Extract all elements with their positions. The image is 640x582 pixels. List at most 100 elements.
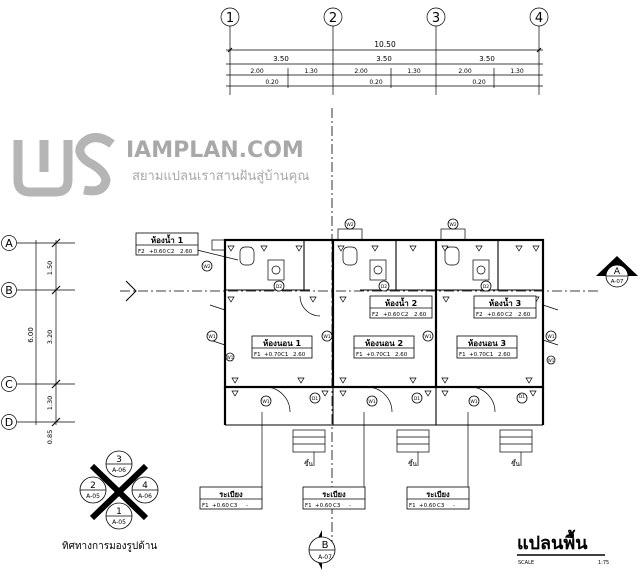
tag-w1-3: W1 <box>424 334 431 340</box>
dim-top-bay-1: 3.50 <box>273 55 289 63</box>
section-b-sheet: A-07 <box>318 554 332 561</box>
dim-top-sub-6: 1.30 <box>510 68 524 75</box>
room-f-bath3: F2 <box>476 312 483 318</box>
room-cval-bed3: 2.60 <box>498 352 511 358</box>
dim-top-sub-2: 1.30 <box>304 68 318 75</box>
step-label-2: ขึ้น <box>408 459 417 468</box>
room-name-bed2: ห้องนอน 2 <box>365 338 403 348</box>
tag-w1-1: W1 <box>208 334 215 340</box>
elev-s3: A-06 <box>112 467 126 474</box>
elev-n3: 3 <box>116 455 122 465</box>
step-label-1: ขึ้น <box>304 459 313 468</box>
grid-row-c: C <box>5 378 13 391</box>
room-fval-porch3: +0.60 <box>419 503 436 509</box>
elevation-key: 3 A-06 2 A-05 4 A-06 1 A-05 ทิศทางการมอง… <box>62 450 159 552</box>
room-c-porch3: C3 <box>437 503 445 509</box>
entry-stairs: ขึ้น ขึ้น ขึ้น <box>292 429 533 468</box>
room-name-porch3: ระเบียง <box>426 490 450 499</box>
level-markers <box>227 245 540 397</box>
room-f-bath1: F2 <box>138 249 145 255</box>
room-c-bath3: C2 <box>505 312 512 318</box>
left-dimensions: 6.00 1.50 3.20 1.30 0.85 <box>27 238 61 444</box>
grid-col-4: 4 <box>535 11 543 26</box>
tag-d1-1: D1 <box>312 396 318 402</box>
dim-top-bay-2: 3.50 <box>376 55 392 63</box>
section-marker-a: A A-07 <box>596 256 638 288</box>
tag-d2-2: D2 <box>381 284 387 290</box>
bathroom-fixtures <box>211 228 490 281</box>
brand-slogan: สยามแปลนเราสานฝันสู่บ้านคุณ <box>132 169 309 184</box>
room-cval-bed1: 2.60 <box>293 352 306 358</box>
room-label-bath3: ห้องน้ำ 3 F2 +0.60 C2 2.60 <box>473 295 537 319</box>
room-f-bath2: F2 <box>372 312 379 318</box>
tag-w1-9: W1 <box>548 358 555 363</box>
tag-d2-3: D2 <box>483 284 489 290</box>
room-c-bath2: C2 <box>401 312 408 318</box>
room-f-porch2: F1 <box>305 503 312 509</box>
room-fval-bath3: +0.60 <box>487 312 504 318</box>
room-name-porch2: ระเบียง <box>322 490 346 499</box>
dim-top-sub-5: 2.00 <box>458 68 472 75</box>
tag-w2-2: W2 <box>346 222 353 228</box>
room-name-bed1: ห้องนอน 1 <box>263 338 302 348</box>
section-marker-b: B A-07 <box>308 530 336 570</box>
room-fval-bath2: +0.60 <box>383 312 400 318</box>
room-f-porch1: F1 <box>202 503 209 509</box>
room-c-bath1: C2 <box>167 249 174 255</box>
tag-d2-1: D2 <box>276 284 282 290</box>
room-f-bed2: F1 <box>356 352 363 358</box>
room-fval-bath1: +0.60 <box>149 249 166 255</box>
room-name-porch1: ระเบียง <box>219 490 243 499</box>
opening-tags: W2 W2 W2 D2 D2 D2 W1 W1 W1 W1 W1 W1 W1 D… <box>201 218 557 407</box>
room-c-bed2: C1 <box>383 352 390 358</box>
dim-top-sub-4: 1.30 <box>407 68 421 75</box>
room-f-bed1: F1 <box>254 352 261 358</box>
room-label-porch2: ระเบียง F1 +0.60 C3 - <box>302 412 366 510</box>
grid-col-1: 1 <box>226 11 234 26</box>
dim-top-small-3: 0.20 <box>472 79 486 86</box>
room-label-bed2: ห้องนอน 2 F1 +0.70 C1 2.60 <box>353 335 415 359</box>
top-dimensions: 10.50 3.50 3.50 3.50 2.00 1.30 2.00 1.30… <box>226 40 543 88</box>
room-name-bed3: ห้องนอน 3 <box>468 338 506 348</box>
room-c-bed3: C1 <box>486 352 493 358</box>
elev-s1: A-05 <box>112 519 126 526</box>
title-scale-label: SCALE <box>518 560 534 566</box>
elev-n1: 1 <box>116 507 122 517</box>
tag-w1-7: W1 <box>470 399 477 405</box>
elevation-caption: ทิศทางการมองรูปด้าน <box>62 540 157 552</box>
step-label-3: ขึ้น <box>511 459 520 468</box>
room-cval-bath3: 2.60 <box>518 312 531 318</box>
room-name-bath3: ห้องน้ำ 3 <box>489 297 521 308</box>
elev-s2: A-05 <box>86 493 100 500</box>
room-fval-bed1: +0.70 <box>264 352 281 358</box>
room-name-bath1: ห้องน้ำ 1 <box>151 234 184 245</box>
grid-rows: A B C D <box>1 235 75 430</box>
drawing-title: แปลนพื้น SCALE 1:75 <box>517 529 609 566</box>
tag-w1-6: W1 <box>368 399 375 405</box>
room-cval-porch3: - <box>453 503 455 509</box>
dim-top-sub-1: 2.00 <box>250 68 264 75</box>
tag-w2-1: W2 <box>203 264 210 270</box>
dim-top-small-1: 0.20 <box>265 79 279 86</box>
grid-row-a: A <box>5 237 13 250</box>
title-main: แปลนพื้น <box>517 529 588 554</box>
room-name-bath2: ห้องน้ำ 2 <box>385 297 417 308</box>
grid-col-2: 2 <box>329 11 337 26</box>
tag-d1-3: D1 <box>519 394 525 400</box>
section-b-letter: B <box>322 540 329 551</box>
grid-col-3: 3 <box>432 11 440 26</box>
dim-left-1: 1.50 <box>46 261 54 275</box>
room-cval-porch1: - <box>246 503 248 509</box>
room-label-bath1: ห้องน้ำ 1 F2 +0.60 C2 2.60 <box>135 232 239 261</box>
dim-left-total: 6.00 <box>27 327 35 343</box>
tag-d1-2: D1 <box>414 396 420 402</box>
dim-left-2: 3.20 <box>46 330 54 344</box>
room-label-porch1: ระเบียง F1 +0.60 C3 - <box>199 412 263 510</box>
room-label-bed3: ห้องนอน 3 F1 +0.70 C1 2.60 <box>456 335 518 359</box>
elev-s4: A-06 <box>138 493 152 500</box>
room-c-porch2: C3 <box>333 503 341 509</box>
tag-w1-5: W1 <box>262 399 269 405</box>
dim-left-4: 0.85 <box>46 430 54 444</box>
room-c-bed1: C1 <box>281 352 288 358</box>
